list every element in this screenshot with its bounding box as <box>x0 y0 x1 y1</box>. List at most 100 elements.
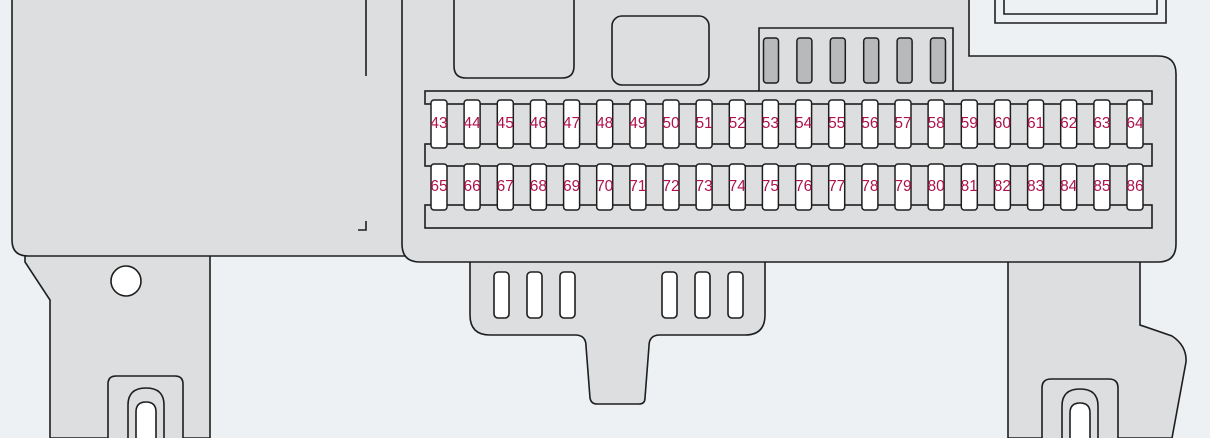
right-slot-inner <box>1069 402 1091 438</box>
fuse-label: 81 <box>961 178 978 195</box>
fuse-body <box>827 163 846 211</box>
bottom-connector <box>469 254 766 405</box>
fuse-46: 46 <box>529 99 548 149</box>
fuse-76: 76 <box>794 163 813 211</box>
fuse-body <box>894 163 912 211</box>
fuse-81: 81 <box>960 163 979 211</box>
fuse-body <box>761 163 780 211</box>
fuse-74: 74 <box>728 163 747 211</box>
top-recess <box>453 0 575 79</box>
fuse-body <box>463 99 481 149</box>
fuse-80: 80 <box>927 163 945 211</box>
fuse-label: 76 <box>795 178 812 195</box>
fuse-61: 61 <box>1026 99 1045 149</box>
fuse-label: 55 <box>828 115 845 132</box>
spare-fuse <box>829 37 847 84</box>
fuse-label: 79 <box>894 178 911 195</box>
fuse-body <box>1026 163 1045 211</box>
fuse-body <box>993 99 1012 149</box>
fuse-label: 74 <box>729 178 747 195</box>
fuse-51: 51 <box>695 99 713 149</box>
fuse-label: 82 <box>994 178 1011 195</box>
fuse-body <box>529 99 548 149</box>
fuse-55: 55 <box>827 99 846 149</box>
fuse-body <box>861 163 879 211</box>
left-housing <box>11 0 421 257</box>
fuse-label: 47 <box>563 115 580 132</box>
fuse-body <box>562 163 581 211</box>
main-housing <box>401 0 1177 263</box>
fuse-label: 63 <box>1093 115 1110 132</box>
fuse-label: 60 <box>994 115 1012 132</box>
fuse-label: 53 <box>762 115 779 132</box>
fuse-body <box>794 99 813 149</box>
fuse-label: 46 <box>530 115 547 132</box>
fuse-86: 86 <box>1126 163 1144 211</box>
fuse-body <box>728 163 747 211</box>
fuse-84: 84 <box>1059 163 1078 211</box>
spare-fuse <box>929 37 947 84</box>
fuse-body <box>529 163 548 211</box>
fuse-body <box>430 163 448 211</box>
fuse-label: 67 <box>497 178 514 195</box>
fuse-body <box>861 99 879 149</box>
fuse-83: 83 <box>1026 163 1045 211</box>
fuse-49: 49 <box>629 99 647 149</box>
fuse-body <box>960 99 979 149</box>
fuse-60: 60 <box>993 99 1012 149</box>
fuse-body <box>927 163 945 211</box>
fuse-label: 59 <box>961 115 978 132</box>
fuse-label: 56 <box>861 115 878 132</box>
fuse-44: 44 <box>463 99 481 149</box>
fuse-63: 63 <box>1093 99 1111 149</box>
fuse-label: 80 <box>927 178 945 195</box>
top-right-connector <box>994 0 1167 24</box>
fuse-body <box>463 163 481 211</box>
fuse-body <box>662 99 680 149</box>
fuse-67: 67 <box>496 163 515 211</box>
fuse-label: 54 <box>795 115 813 132</box>
fuse-72: 72 <box>662 163 680 211</box>
fuse-70: 70 <box>595 163 614 211</box>
fuse-label: 49 <box>629 115 646 132</box>
spare-fuses <box>762 37 947 84</box>
fuse-label: 86 <box>1126 178 1143 195</box>
fuse-54: 54 <box>794 99 813 149</box>
fuse-label: 75 <box>762 178 779 195</box>
fuse-body <box>662 163 680 211</box>
fuse-label: 84 <box>1060 178 1078 195</box>
fuse-label: 65 <box>430 178 447 195</box>
fuse-label: 78 <box>861 178 878 195</box>
fuse-body <box>1093 163 1111 211</box>
fuse-79: 79 <box>894 163 912 211</box>
fuse-65: 65 <box>430 163 448 211</box>
fuse-85: 85 <box>1093 163 1111 211</box>
fuse-body <box>595 163 614 211</box>
fuse-body <box>1026 99 1045 149</box>
fuse-label: 48 <box>596 115 613 132</box>
fuse-45: 45 <box>496 99 515 149</box>
fuse-82: 82 <box>993 163 1012 211</box>
fuse-label: 69 <box>563 178 580 195</box>
fuse-body <box>496 163 515 211</box>
fuse-label: 45 <box>497 115 514 132</box>
fuse-label: 64 <box>1126 115 1144 132</box>
fuse-label: 61 <box>1027 115 1044 132</box>
fuse-body <box>927 99 945 149</box>
fuse-label: 62 <box>1060 115 1077 132</box>
fuse-69: 69 <box>562 163 581 211</box>
fuse-label: 50 <box>662 115 680 132</box>
fuse-label: 71 <box>629 178 646 195</box>
fuse-73: 73 <box>695 163 713 211</box>
left-slot-inner <box>135 401 157 438</box>
fuse-label: 83 <box>1027 178 1044 195</box>
fuse-59: 59 <box>960 99 979 149</box>
fuse-label: 51 <box>695 115 712 132</box>
fuse-body <box>1059 99 1078 149</box>
fuse-body <box>695 163 713 211</box>
fuse-68: 68 <box>529 163 548 211</box>
fuse-58: 58 <box>927 99 945 149</box>
top-block <box>611 15 710 86</box>
fuse-body <box>1126 163 1144 211</box>
